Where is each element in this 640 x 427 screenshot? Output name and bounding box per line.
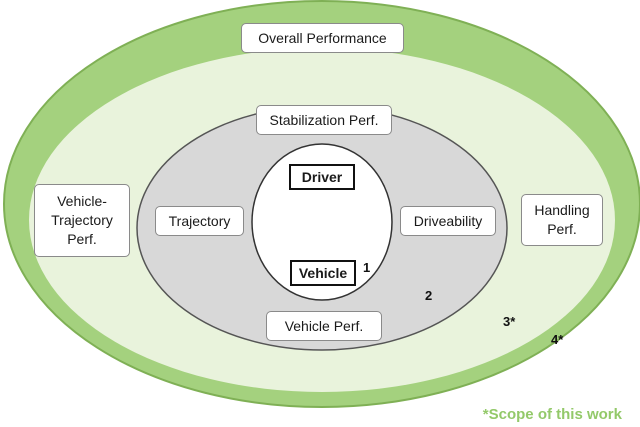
ring-level-1: [251, 143, 393, 301]
level-4-marker: 4*: [551, 332, 564, 347]
level-2-marker: 2: [425, 288, 433, 303]
vehicle-trajectory-perf-label: Vehicle- Trajectory Perf.: [34, 184, 130, 257]
scope-footnote: *Scope of this work: [482, 406, 622, 423]
vehicle-label: Vehicle: [290, 260, 356, 286]
trajectory-label: Trajectory: [155, 206, 244, 236]
driveability-label: Driveability: [400, 206, 496, 236]
overall-performance-label: Overall Performance: [241, 23, 404, 53]
driver-label: Driver: [289, 164, 355, 190]
stabilization-perf-label: Stabilization Perf.: [256, 105, 392, 135]
level-3-marker: 3*: [503, 314, 516, 329]
level-1-marker: 1: [363, 260, 371, 275]
vehicle-perf-label: Vehicle Perf.: [266, 311, 382, 341]
handling-perf-label: Handling Perf.: [521, 194, 603, 246]
